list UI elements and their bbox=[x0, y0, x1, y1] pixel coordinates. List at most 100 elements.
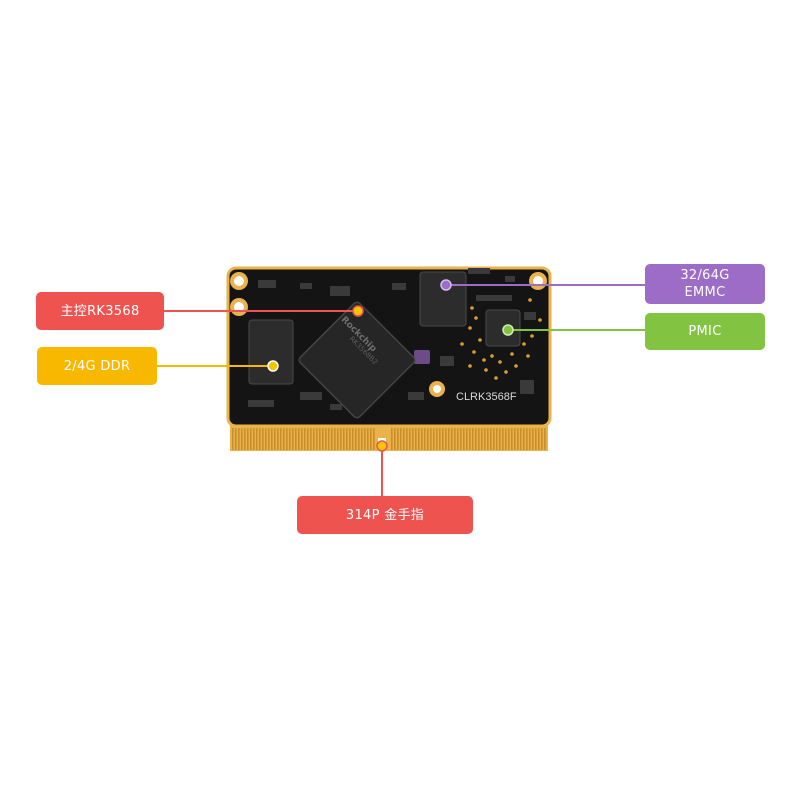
gold-finger-pin bbox=[391, 428, 393, 450]
gold-finger-pin bbox=[298, 428, 300, 450]
gold-finger-pin bbox=[292, 428, 294, 450]
gold-finger-pin bbox=[544, 428, 546, 450]
soc-callout: 主控RK3568 bbox=[36, 292, 164, 330]
gold-finger-pin bbox=[451, 428, 453, 450]
gold-finger-pin bbox=[496, 428, 498, 450]
gold-finger-pin bbox=[460, 428, 462, 450]
gold-finger-pin bbox=[532, 428, 534, 450]
gold-finger-pin bbox=[469, 428, 471, 450]
gold-finger-pin bbox=[478, 428, 480, 450]
gold-finger-pin bbox=[421, 428, 423, 450]
gold-finger-pin bbox=[481, 428, 483, 450]
gold-finger-pin bbox=[508, 428, 510, 450]
gold-finger-pin bbox=[427, 428, 429, 450]
gold-finger-pin bbox=[325, 428, 327, 450]
gold-finger-pin bbox=[247, 428, 249, 450]
gold-finger-pin bbox=[337, 428, 339, 450]
gold-finger-pin bbox=[463, 428, 465, 450]
ddr-marker-dot bbox=[267, 360, 279, 372]
board-model-silkscreen: CLRK3568F bbox=[456, 391, 517, 403]
gold-finger-pin bbox=[541, 428, 543, 450]
soc-callout-label: 主控RK3568 bbox=[60, 303, 140, 319]
gold-via bbox=[468, 326, 472, 330]
gold-finger-pin bbox=[535, 428, 537, 450]
pmic-marker-dot bbox=[502, 324, 514, 336]
gold-finger-pin bbox=[256, 428, 258, 450]
gold-via bbox=[528, 298, 532, 302]
gold-via bbox=[460, 342, 464, 346]
pmic-callout-label: PMIC bbox=[688, 324, 722, 339]
gold-via bbox=[530, 334, 534, 338]
gold-finger-pin bbox=[436, 428, 438, 450]
gold-finger-pin bbox=[517, 428, 519, 450]
mounting-hole-top-right bbox=[529, 272, 547, 290]
gold-finger-pin bbox=[505, 428, 507, 450]
gold-finger-pin bbox=[409, 428, 411, 450]
gold-via bbox=[484, 368, 488, 372]
gold-finger-pin bbox=[523, 428, 525, 450]
gold-finger-pin bbox=[475, 428, 477, 450]
gold-finger-pin bbox=[343, 428, 345, 450]
emmc-callout-line2: EMMC bbox=[684, 285, 726, 300]
gold-finger-pin bbox=[265, 428, 267, 450]
gold-finger-pin bbox=[430, 428, 432, 450]
gold-finger-pin bbox=[538, 428, 540, 450]
mounting-hole-center bbox=[429, 381, 445, 397]
gold-via bbox=[478, 338, 482, 342]
gold-via bbox=[526, 354, 530, 358]
gold-finger-pin bbox=[274, 428, 276, 450]
gold-via bbox=[494, 376, 498, 380]
gold-finger-pin bbox=[301, 428, 303, 450]
gold-finger-pin bbox=[340, 428, 342, 450]
pmic-callout: PMIC bbox=[645, 313, 765, 350]
gold-finger-pin bbox=[238, 428, 240, 450]
gold-finger-pin bbox=[526, 428, 528, 450]
gold-via bbox=[510, 352, 514, 356]
soc-chip: Rockchip RK3568B2 bbox=[298, 301, 416, 419]
gold-finger-pin bbox=[235, 428, 237, 450]
gold-finger-pin bbox=[424, 428, 426, 450]
gold-finger-pin bbox=[250, 428, 252, 450]
emmc-callout-line1: 32/64G bbox=[680, 268, 730, 283]
gold-via bbox=[474, 316, 478, 320]
mounting-hole-mid-left bbox=[230, 298, 248, 316]
gold-finger-pin bbox=[448, 428, 450, 450]
gold-finger-pin bbox=[370, 428, 372, 450]
soc-marker-dot bbox=[352, 305, 364, 317]
gold-finger-pin bbox=[418, 428, 420, 450]
gold-finger-pin bbox=[466, 428, 468, 450]
gold-finger-pin bbox=[472, 428, 474, 450]
gold-finger-pin bbox=[439, 428, 441, 450]
gold-finger-pin bbox=[406, 428, 408, 450]
gold-finger-pin bbox=[310, 428, 312, 450]
gold-finger-pin bbox=[319, 428, 321, 450]
gold-vias bbox=[460, 298, 542, 380]
gold-finger-pin bbox=[394, 428, 396, 450]
gold-via bbox=[490, 354, 494, 358]
gold-finger-pin bbox=[277, 428, 279, 450]
gold-finger-pin bbox=[289, 428, 291, 450]
gold-finger-callout: 314P 金手指 bbox=[297, 496, 473, 534]
gold-finger-pin bbox=[232, 428, 234, 450]
gold-finger-pin bbox=[355, 428, 357, 450]
gold-finger-pin bbox=[484, 428, 486, 450]
gold-finger-pin bbox=[253, 428, 255, 450]
gold-finger-pin bbox=[358, 428, 360, 450]
emmc-marker-dot bbox=[440, 279, 452, 291]
gold-finger-pin bbox=[322, 428, 324, 450]
gold-finger-pin bbox=[415, 428, 417, 450]
gold-finger-marker-dot bbox=[376, 440, 388, 452]
mounting-hole-top-left bbox=[230, 272, 248, 290]
emmc-callout: 32/64G EMMC bbox=[645, 264, 765, 304]
gold-finger-pin bbox=[346, 428, 348, 450]
gold-finger-pin bbox=[328, 428, 330, 450]
gold-finger-pin bbox=[364, 428, 366, 450]
ddr-chip bbox=[248, 319, 294, 385]
gold-via bbox=[482, 358, 486, 362]
gold-finger-pin bbox=[286, 428, 288, 450]
gold-finger-pin bbox=[373, 428, 375, 450]
gold-finger-pin bbox=[454, 428, 456, 450]
gold-via bbox=[514, 364, 518, 368]
gold-finger-pin bbox=[502, 428, 504, 450]
